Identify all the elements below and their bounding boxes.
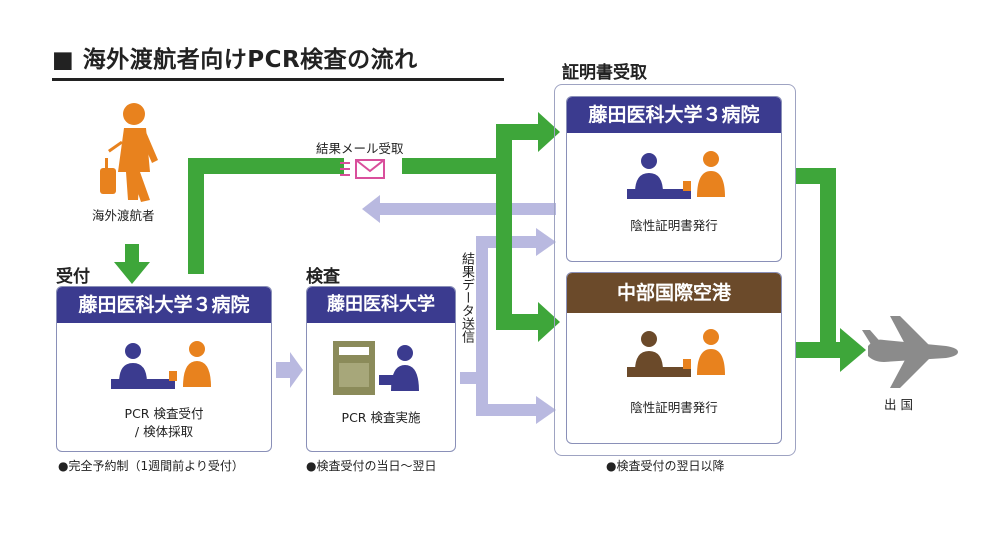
mail-return-arrowhead — [362, 195, 380, 223]
green-to-airport — [496, 314, 538, 330]
testing-note: ●検査受付の当日～翌日 — [306, 459, 437, 473]
green-exit-bottom — [796, 342, 840, 358]
green-to-hospital — [496, 124, 538, 140]
cert-hospital-name: 藤田医科大学３病院 — [567, 97, 781, 133]
reception-section-label: 受付 — [56, 267, 90, 287]
cert-hospital-card: 藤田医科大学３病院 陰性証明書発行 — [566, 96, 782, 262]
data-line-from-testing — [460, 372, 488, 384]
traveler-label: 海外渡航者 — [92, 208, 155, 223]
green-arrowhead-airport — [538, 302, 560, 342]
green-top-right — [402, 158, 504, 174]
certificate-area — [554, 84, 796, 456]
green-exit-vertical — [820, 168, 836, 358]
cert-airport-staff-icon — [627, 329, 725, 377]
departure-label: 出 国 — [884, 397, 913, 412]
testing-card: 藤田医科大学 PCR 検査実施 — [306, 286, 456, 452]
reception-staff-icon — [111, 341, 211, 389]
cert-airport-card: 中部国際空港 陰性証明書発行 — [566, 272, 782, 444]
green-split-vertical — [496, 124, 512, 330]
green-exit-arrowhead — [840, 328, 866, 372]
reception-caption-line1: PCR 検査受付 — [124, 406, 204, 421]
data-line-vertical — [476, 236, 488, 416]
data-send-label: 結果データ送信 — [459, 252, 474, 343]
cert-hospital-staff-icon — [627, 151, 725, 199]
traveler-down-line — [125, 244, 139, 262]
traveler-down-arrowhead — [114, 262, 150, 284]
data-line-bottom — [476, 404, 536, 416]
green-rise — [188, 158, 204, 274]
testing-lab-icon — [333, 341, 419, 395]
certificate-section-label: 証明書受取 — [562, 63, 647, 83]
cert-hospital-caption: 陰性証明書発行 — [630, 218, 718, 233]
reception-hospital-name: 藤田医科大学３病院 — [57, 287, 271, 323]
cert-airport-caption: 陰性証明書発行 — [630, 400, 718, 415]
data-arrow-to-hospital — [536, 228, 556, 256]
mail-label: 結果メール受取 — [316, 141, 404, 156]
reception-note: ●完全予約制（1週間前より受付） — [58, 459, 244, 473]
testing-section-label: 検査 — [306, 267, 340, 287]
title-underline — [52, 78, 504, 81]
arrow-reception-to-testing — [276, 352, 303, 388]
cert-airport-name: 中部国際空港 — [567, 273, 781, 313]
data-arrow-to-airport — [536, 396, 556, 424]
testing-caption: PCR 検査実施 — [341, 410, 421, 425]
green-top — [188, 158, 344, 174]
reception-card: 藤田医科大学３病院 PCR 検査受付 / 検体採取 — [56, 286, 272, 452]
page-title: ■ 海外渡航者向けPCR検査の流れ — [52, 47, 418, 73]
reception-caption-line2: / 検体採取 — [134, 424, 194, 439]
green-arrowhead-hospital — [538, 112, 560, 152]
certificate-note: ●検査受付の翌日以降 — [606, 459, 725, 473]
testing-facility-name: 藤田医科大学 — [307, 287, 455, 323]
